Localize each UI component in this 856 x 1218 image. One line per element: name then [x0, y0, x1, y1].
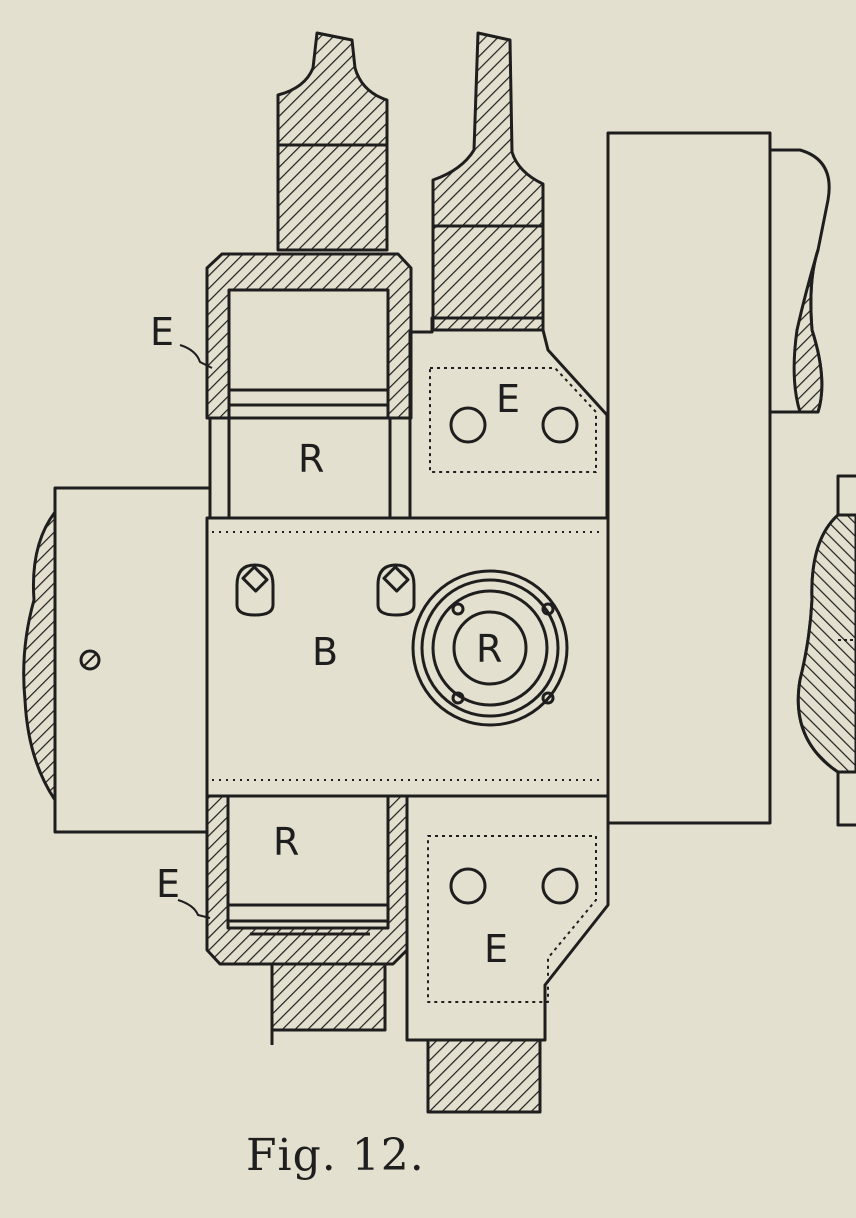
lower-spindle [226, 794, 390, 923]
label-r-lower: R [273, 820, 299, 864]
figure-caption: Fig. 12. [246, 1130, 425, 1181]
bottom-right-bracket [405, 794, 610, 1042]
right-column [606, 131, 772, 825]
top-left-shaft [276, 31, 389, 252]
top-middle-shaft [431, 31, 545, 332]
top-left-cap [205, 252, 413, 420]
label-e-top-right: E [496, 377, 520, 421]
label-r-upper: R [298, 437, 324, 481]
bottom-left-shaft [270, 962, 387, 1045]
leader-e-top [179, 344, 213, 369]
bottom-right-shaft [426, 1038, 542, 1114]
far-right-partial [796, 474, 856, 827]
label-e-bottom-right: E [484, 927, 508, 971]
leader-e-bottom [177, 899, 211, 919]
label-b-block: B [312, 630, 338, 674]
right-shaft-piece [768, 148, 831, 414]
label-r-circle: R [476, 627, 502, 671]
left-housing [22, 486, 210, 834]
label-e-bottom-left: E [156, 862, 180, 906]
label-e-top-left: E [150, 310, 174, 354]
bottom-left-cap [205, 794, 409, 966]
middle-block [205, 516, 610, 798]
